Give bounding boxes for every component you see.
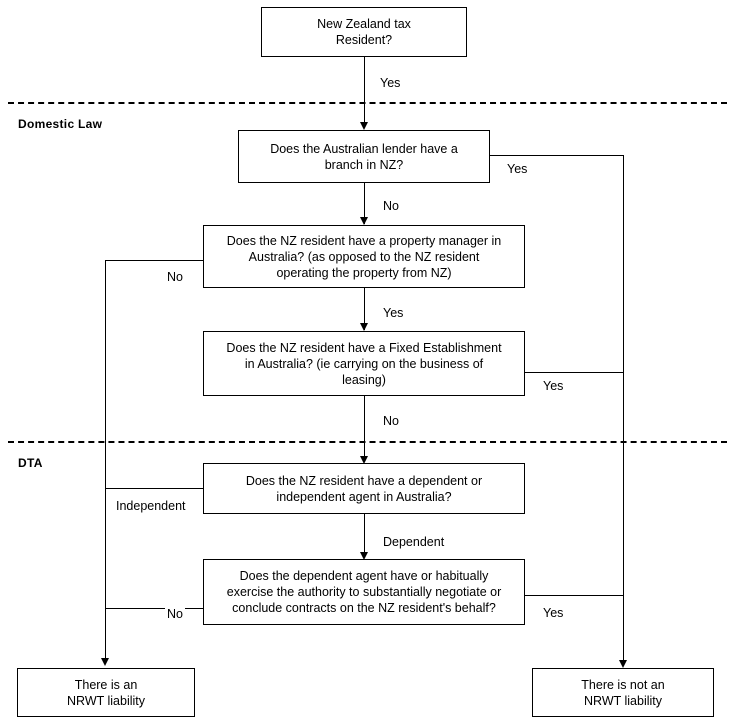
edge-left-trunk — [105, 260, 106, 660]
node-branch-nz-line1: Does the Australian lender have a — [270, 141, 458, 156]
node-agent-authority-line1: Does the dependent agent have or habitua… — [239, 569, 489, 583]
band-label-domestic-law: Domestic Law — [18, 117, 103, 131]
band-divider-domestic-law — [8, 102, 727, 104]
edge-label-branch-no: No — [381, 199, 401, 213]
node-liable[interactable]: There is an NRWT liability — [17, 668, 195, 717]
edge-branch-yes-horizontal — [490, 155, 624, 156]
node-not-liable[interactable]: There is not an NRWT liability — [532, 668, 714, 717]
band-label-dta: DTA — [18, 456, 43, 470]
edge-branch-to-property-manager — [364, 183, 365, 224]
node-agent-authority[interactable]: Does the dependent agent have or habitua… — [203, 559, 525, 625]
node-agent-type-line2: independent agent in Australia? — [276, 489, 452, 504]
edge-label-agent-dependent: Dependent — [381, 535, 447, 549]
node-agent-authority-line3: conclude contracts on the NZ resident's … — [232, 601, 496, 615]
edge-label-authority-no: No — [165, 607, 185, 621]
node-property-manager-line3: operating the property from NZ) — [276, 265, 452, 280]
edge-authority-yes-horizontal — [525, 595, 624, 596]
node-agent-authority-line2: exercise the authority to substantially … — [226, 585, 502, 599]
edge-fixed-establishment-to-agent-type — [364, 396, 365, 462]
band-divider-dta — [8, 441, 727, 443]
node-not-liable-line1: There is not an — [581, 677, 665, 692]
node-branch-nz[interactable]: Does the Australian lender have a branch… — [238, 130, 490, 183]
edge-fixed-establishment-yes-horizontal — [525, 372, 624, 373]
node-start-line1: New Zealand tax — [317, 17, 411, 31]
edge-start-to-branch — [364, 57, 365, 128]
node-branch-nz-line2: branch in NZ? — [324, 157, 404, 172]
edge-label-fixed-establishment-yes: Yes — [541, 379, 566, 393]
edge-authority-no-horizontal — [105, 608, 204, 609]
edge-label-fixed-establishment-no: No — [381, 414, 401, 428]
edge-left-trunk-arrowhead — [100, 658, 109, 666]
node-fixed-establishment-line3: leasing) — [342, 372, 386, 387]
node-fixed-establishment-line1: Does the NZ resident have a Fixed Establ… — [226, 340, 502, 355]
node-agent-type[interactable]: Does the NZ resident have a dependent or… — [203, 463, 525, 514]
edge-label-branch-yes: Yes — [505, 162, 530, 176]
edge-property-manager-to-fixed-establishment-arrowhead — [359, 323, 368, 331]
node-not-liable-line2: NRWT liability — [583, 693, 663, 708]
node-property-manager[interactable]: Does the NZ resident have a property man… — [203, 225, 525, 288]
edge-right-trunk — [623, 155, 624, 662]
node-liable-line1: There is an — [74, 677, 138, 692]
edge-label-authority-yes: Yes — [541, 606, 566, 620]
node-fixed-establishment[interactable]: Does the NZ resident have a Fixed Establ… — [203, 331, 525, 396]
edge-right-trunk-arrowhead — [618, 660, 627, 668]
node-fixed-establishment-line2: in Australia? (ie carrying on the busine… — [244, 356, 484, 371]
edge-label-property-manager-yes: Yes — [381, 306, 406, 320]
node-property-manager-line1: Does the NZ resident have a property man… — [226, 233, 502, 248]
node-property-manager-line2: Australia? (as opposed to the NZ residen… — [248, 249, 480, 264]
node-start-line2: Resident? — [335, 33, 393, 47]
edge-label-property-manager-no: No — [165, 270, 185, 284]
node-start[interactable]: New Zealand tax Resident? — [261, 7, 467, 57]
edge-label-agent-independent: Independent — [114, 499, 188, 513]
edge-agent-type-to-authority — [364, 514, 365, 558]
edge-start-to-branch-arrowhead — [359, 122, 368, 130]
edge-label-start-yes: Yes — [378, 76, 403, 90]
edge-property-manager-to-fixed-establishment — [364, 288, 365, 330]
node-agent-type-line1: Does the NZ resident have a dependent or — [245, 473, 483, 488]
edge-property-manager-no-horizontal — [105, 260, 204, 261]
edge-fixed-establishment-to-agent-type-arrowhead — [359, 456, 368, 464]
node-liable-line2: NRWT liability — [66, 693, 146, 708]
edge-agent-independent-horizontal — [105, 488, 204, 489]
edge-agent-type-to-authority-arrowhead — [359, 552, 368, 560]
edge-branch-to-property-manager-arrowhead — [359, 217, 368, 225]
